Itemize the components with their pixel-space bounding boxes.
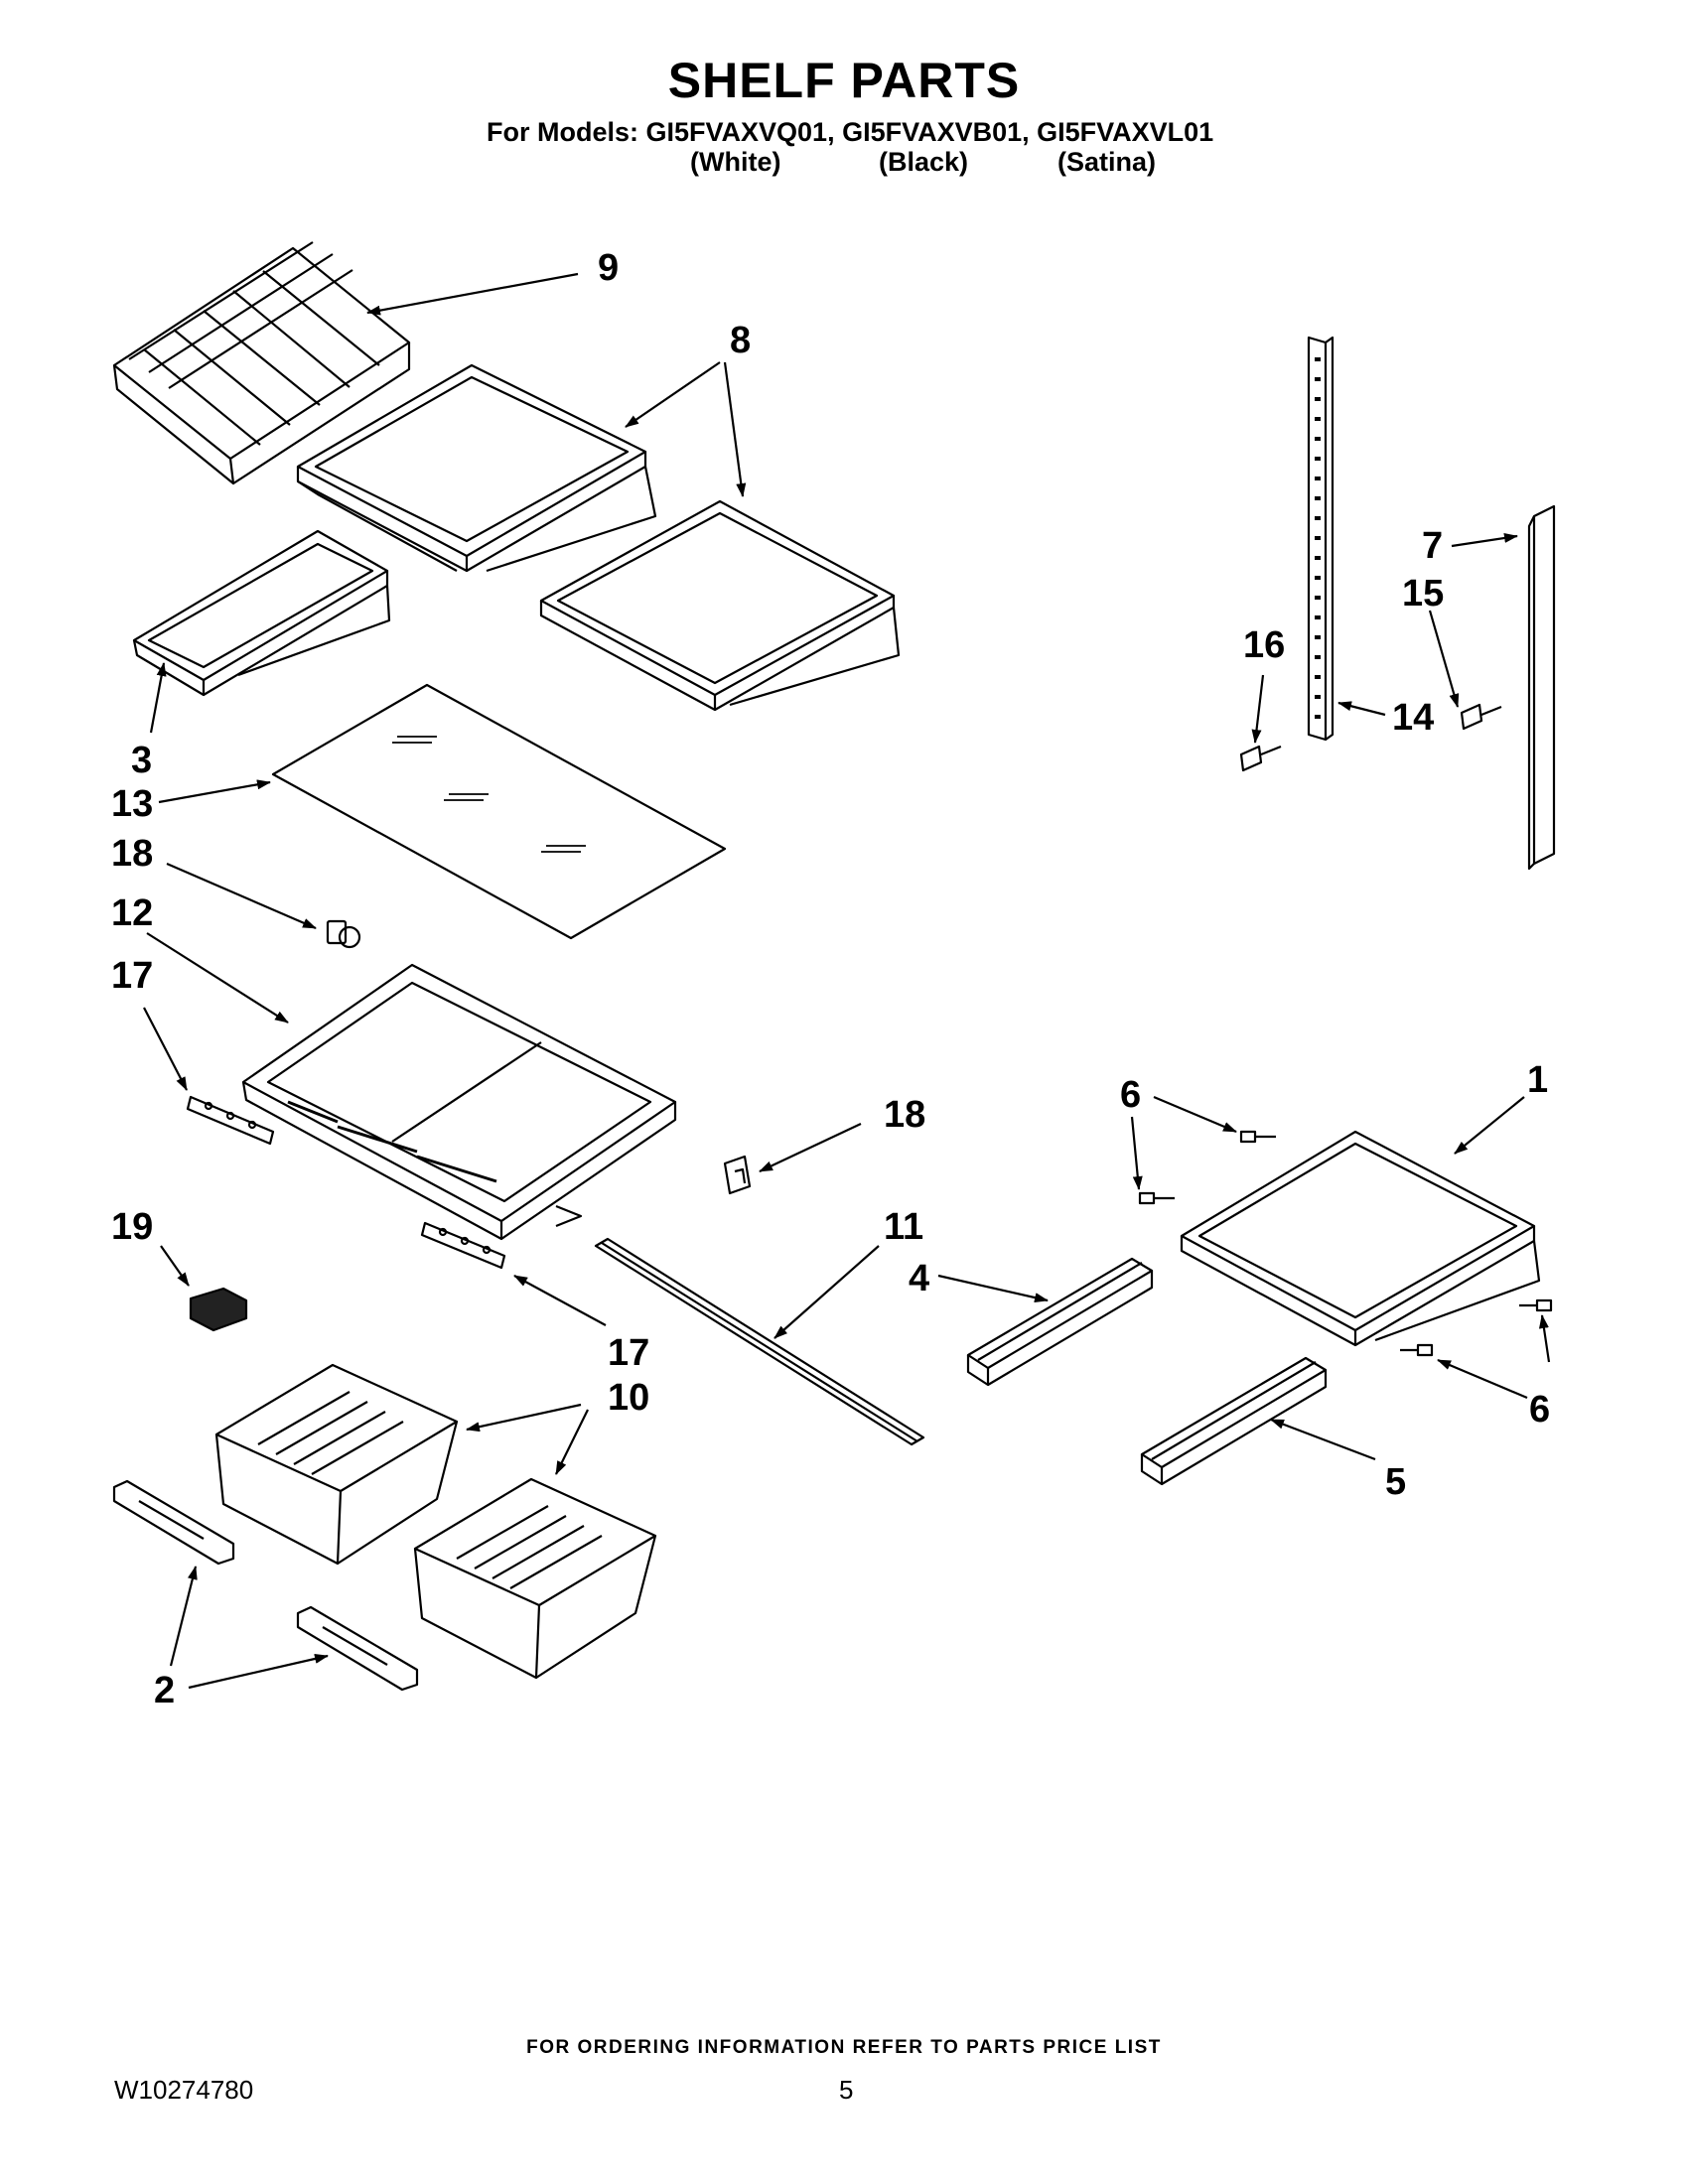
callout-6-upper: 6 xyxy=(1120,1074,1141,1116)
bracket-part-14 xyxy=(1307,336,1335,742)
crisper-drawer-a xyxy=(214,1363,459,1566)
narrow-shelf-part xyxy=(132,529,391,697)
leader-2-a xyxy=(169,1566,198,1667)
callout-6-lower: 6 xyxy=(1529,1389,1550,1431)
slide-rail-part-4 xyxy=(966,1257,1154,1387)
leader-17-b xyxy=(513,1275,607,1326)
callout-10: 10 xyxy=(608,1377,649,1419)
glass-shelf-upper-b xyxy=(539,499,901,712)
leader-2-b xyxy=(188,1654,329,1690)
screw-part-6d xyxy=(1400,1343,1434,1357)
clip-part-right xyxy=(723,1155,752,1195)
leader-13 xyxy=(158,779,271,804)
color-label-satina: (Satina) xyxy=(1057,147,1157,177)
leader-14 xyxy=(1337,701,1386,717)
page-number: 5 xyxy=(839,2075,854,2105)
models-line: For Models: GI5FVAXVQ01, GI5FVAXVB01, GI… xyxy=(487,117,1214,147)
page-title: SHELF PARTS xyxy=(667,53,1021,108)
glass-pane-part xyxy=(271,683,727,940)
leader-9 xyxy=(366,272,579,316)
callout-8: 8 xyxy=(730,320,751,361)
leader-6-a-2 xyxy=(1130,1116,1143,1190)
leader-1 xyxy=(1454,1096,1525,1155)
callout-12: 12 xyxy=(111,892,153,934)
glass-shelf-upper-a xyxy=(296,363,657,573)
glass-shelf-right xyxy=(1180,1130,1541,1347)
leader-4 xyxy=(937,1274,1049,1302)
bracket-part-7 xyxy=(1527,504,1556,871)
leader-17-a xyxy=(143,1007,188,1091)
ordering-note: FOR ORDERING INFORMATION REFER TO PARTS … xyxy=(526,2037,1162,2058)
leader-3 xyxy=(149,662,167,734)
screw-part-6c xyxy=(1519,1298,1553,1312)
callout-2: 2 xyxy=(154,1670,175,1711)
leader-6-a-1 xyxy=(1153,1095,1237,1134)
drawer-handle-a xyxy=(112,1479,235,1566)
drawer-handle-b xyxy=(296,1605,419,1692)
leader-19 xyxy=(160,1245,190,1287)
leader-6-b-1 xyxy=(1437,1358,1528,1400)
leader-7 xyxy=(1451,533,1518,548)
rail-part-left xyxy=(186,1095,275,1146)
leader-10-a xyxy=(466,1403,582,1433)
leader-12 xyxy=(146,932,289,1024)
callout-18-lower: 18 xyxy=(884,1094,925,1136)
leader-10-b xyxy=(555,1409,589,1475)
leader-8-b xyxy=(723,361,747,497)
callout-13: 13 xyxy=(111,783,153,825)
leader-15 xyxy=(1428,610,1460,708)
leader-5 xyxy=(1270,1418,1376,1461)
leader-18-b xyxy=(759,1123,862,1172)
callout-19: 19 xyxy=(111,1206,153,1248)
callout-15: 15 xyxy=(1402,573,1444,614)
callout-5: 5 xyxy=(1385,1461,1406,1503)
slide-rail-part-5 xyxy=(1140,1356,1328,1486)
crisper-cover-frame xyxy=(241,963,677,1241)
screw-part-16 xyxy=(1239,745,1282,772)
callout-1: 1 xyxy=(1527,1059,1548,1101)
leader-16 xyxy=(1251,674,1265,744)
crisper-drawer-b xyxy=(413,1477,657,1680)
color-label-white: (White) xyxy=(690,147,781,177)
callout-14: 14 xyxy=(1392,697,1434,739)
callout-4: 4 xyxy=(909,1258,929,1299)
screw-part-6b xyxy=(1138,1191,1175,1205)
screw-part-15 xyxy=(1460,703,1502,731)
callout-7: 7 xyxy=(1422,525,1443,567)
clip-part-upper xyxy=(326,919,361,949)
callout-17-upper: 17 xyxy=(111,955,153,997)
callout-16: 16 xyxy=(1243,624,1285,666)
screw-part-6a xyxy=(1239,1130,1276,1144)
color-label-black: (Black) xyxy=(879,147,969,177)
callout-17-lower: 17 xyxy=(608,1332,649,1374)
document-number: W10274780 xyxy=(114,2075,254,2105)
callout-18-upper: 18 xyxy=(111,833,153,875)
latch-part xyxy=(189,1287,248,1332)
callout-9: 9 xyxy=(598,247,619,289)
long-bar-part xyxy=(594,1237,925,1446)
leader-8-a xyxy=(625,361,721,428)
callout-11: 11 xyxy=(884,1206,923,1248)
leader-18-a xyxy=(166,862,317,930)
wire-basket-part xyxy=(112,241,411,485)
leader-11 xyxy=(774,1245,880,1339)
callout-3: 3 xyxy=(131,740,152,781)
rail-part-right xyxy=(420,1221,506,1270)
leader-6-b-2 xyxy=(1538,1314,1551,1363)
